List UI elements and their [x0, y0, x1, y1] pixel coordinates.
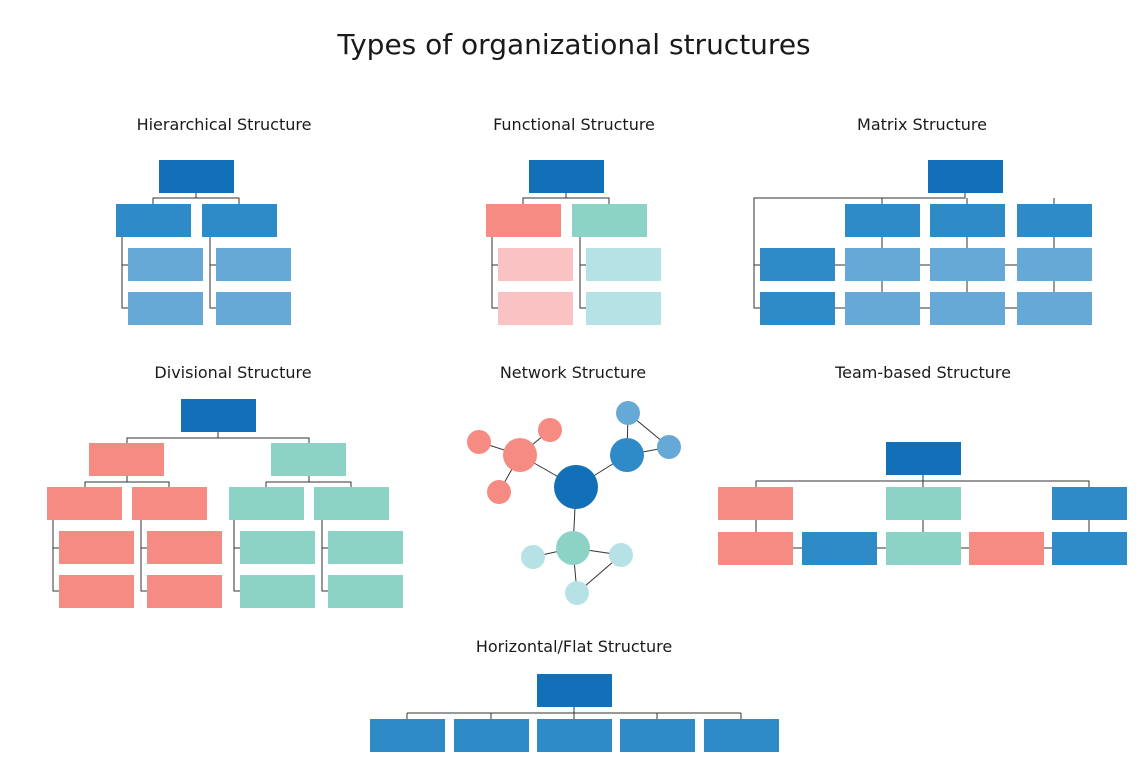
matrix-department-node — [845, 204, 920, 237]
hierarchical-top-node — [159, 160, 234, 193]
main-title: Types of organizational structures — [337, 28, 811, 61]
functional-structure-label: Functional Structure — [493, 115, 655, 134]
divisional-connector — [127, 481, 170, 487]
team-based-connector — [755, 475, 924, 487]
matrix-structure-label: Matrix Structure — [857, 115, 987, 134]
team-based-member-node — [1052, 532, 1127, 565]
functional-leaf-node — [498, 292, 573, 325]
divisional-division-node — [271, 443, 346, 476]
divisional-leaf-node — [328, 575, 403, 608]
network-partner-node — [616, 401, 640, 425]
functional-mid-node — [572, 204, 647, 237]
network-cluster-hub-node — [503, 438, 537, 472]
divisional-connector — [321, 520, 328, 592]
divisional-unit-node — [47, 487, 122, 520]
team-based-member-node — [718, 532, 793, 565]
functional-connector — [579, 237, 586, 309]
network-partner-node — [467, 430, 491, 454]
hierarchical-connector — [121, 237, 128, 309]
network-partner-node — [487, 480, 511, 504]
functional-top-node — [529, 160, 604, 193]
divisional-connector — [84, 476, 128, 487]
functional-connector — [522, 193, 567, 204]
matrix-member-node — [930, 248, 1005, 281]
team-based-member-node — [802, 532, 877, 565]
network-cluster-hub-node — [610, 438, 644, 472]
team-based-member-node — [969, 532, 1044, 565]
matrix-member-node — [930, 292, 1005, 325]
team-based-team-lead-node — [718, 487, 793, 520]
team-based-team-lead-node — [886, 487, 961, 520]
functional-leaf-node — [498, 248, 573, 281]
functional-leaf-node — [586, 248, 661, 281]
divisional-unit-node — [229, 487, 304, 520]
hierarchical-leaf-node — [216, 248, 291, 281]
divisional-connector — [52, 520, 59, 592]
team-based-member-node — [886, 532, 961, 565]
hierarchical-connector — [209, 237, 216, 309]
divisional-leaf-node — [147, 575, 222, 608]
functional-connector — [491, 237, 498, 309]
hierarchical-leaf-node — [128, 248, 203, 281]
divisional-unit-node — [314, 487, 389, 520]
hierarchical-structure-label: Hierarchical Structure — [136, 115, 312, 134]
functional-leaf-node — [586, 292, 661, 325]
divisional-structure-label: Divisional Structure — [154, 363, 312, 382]
horizontal-flat-member-node — [370, 719, 445, 752]
matrix-manager-node — [760, 292, 835, 325]
divisional-top-node — [181, 399, 256, 432]
matrix-member-node — [1017, 248, 1092, 281]
hierarchical-mid-node — [202, 204, 277, 237]
horizontal-flat-member-node — [704, 719, 779, 752]
hierarchical-connector — [152, 193, 197, 204]
divisional-connector — [218, 437, 310, 443]
network-cluster-hub-node — [556, 531, 590, 565]
network-partner-node — [521, 545, 545, 569]
team-based-team-lead-node — [1052, 487, 1127, 520]
divisional-connector — [233, 520, 240, 592]
team-based-top-node — [886, 442, 961, 475]
horizontal-flat-top-node — [537, 674, 612, 707]
matrix-member-node — [845, 292, 920, 325]
network-central-node — [554, 465, 598, 509]
matrix-member-node — [845, 248, 920, 281]
functional-connector — [566, 197, 610, 204]
team-based-connector — [923, 480, 1090, 487]
divisional-leaf-node — [147, 531, 222, 564]
hierarchical-connector — [196, 197, 240, 204]
horizontal-flat-member-node — [537, 719, 612, 752]
hierarchical-mid-node — [116, 204, 191, 237]
functional-mid-node — [486, 204, 561, 237]
team-based-structure-label: Team-based Structure — [835, 363, 1011, 382]
divisional-division-node — [89, 443, 164, 476]
matrix-top-node — [928, 160, 1003, 193]
divisional-connector — [265, 476, 310, 487]
matrix-department-node — [1017, 204, 1092, 237]
horizontal-flat-structure-label: Horizontal/Flat Structure — [475, 637, 673, 656]
divisional-leaf-node — [240, 531, 315, 564]
network-partner-node — [538, 418, 562, 442]
divisional-leaf-node — [59, 531, 134, 564]
network-partner-node — [657, 435, 681, 459]
matrix-connector — [753, 193, 966, 309]
hierarchical-leaf-node — [128, 292, 203, 325]
network-partner-node — [609, 543, 633, 567]
divisional-connector — [309, 481, 352, 487]
matrix-member-node — [1017, 292, 1092, 325]
divisional-leaf-node — [328, 531, 403, 564]
hierarchical-leaf-node — [216, 292, 291, 325]
divisional-unit-node — [132, 487, 207, 520]
divisional-leaf-node — [240, 575, 315, 608]
network-structure-label: Network Structure — [499, 363, 647, 382]
matrix-department-node — [930, 204, 1005, 237]
divisional-connector — [126, 432, 219, 443]
network-partner-node — [565, 581, 589, 605]
divisional-connector — [140, 520, 147, 592]
divisional-leaf-node — [59, 575, 134, 608]
matrix-manager-node — [760, 248, 835, 281]
horizontal-flat-member-node — [620, 719, 695, 752]
horizontal-flat-member-node — [454, 719, 529, 752]
